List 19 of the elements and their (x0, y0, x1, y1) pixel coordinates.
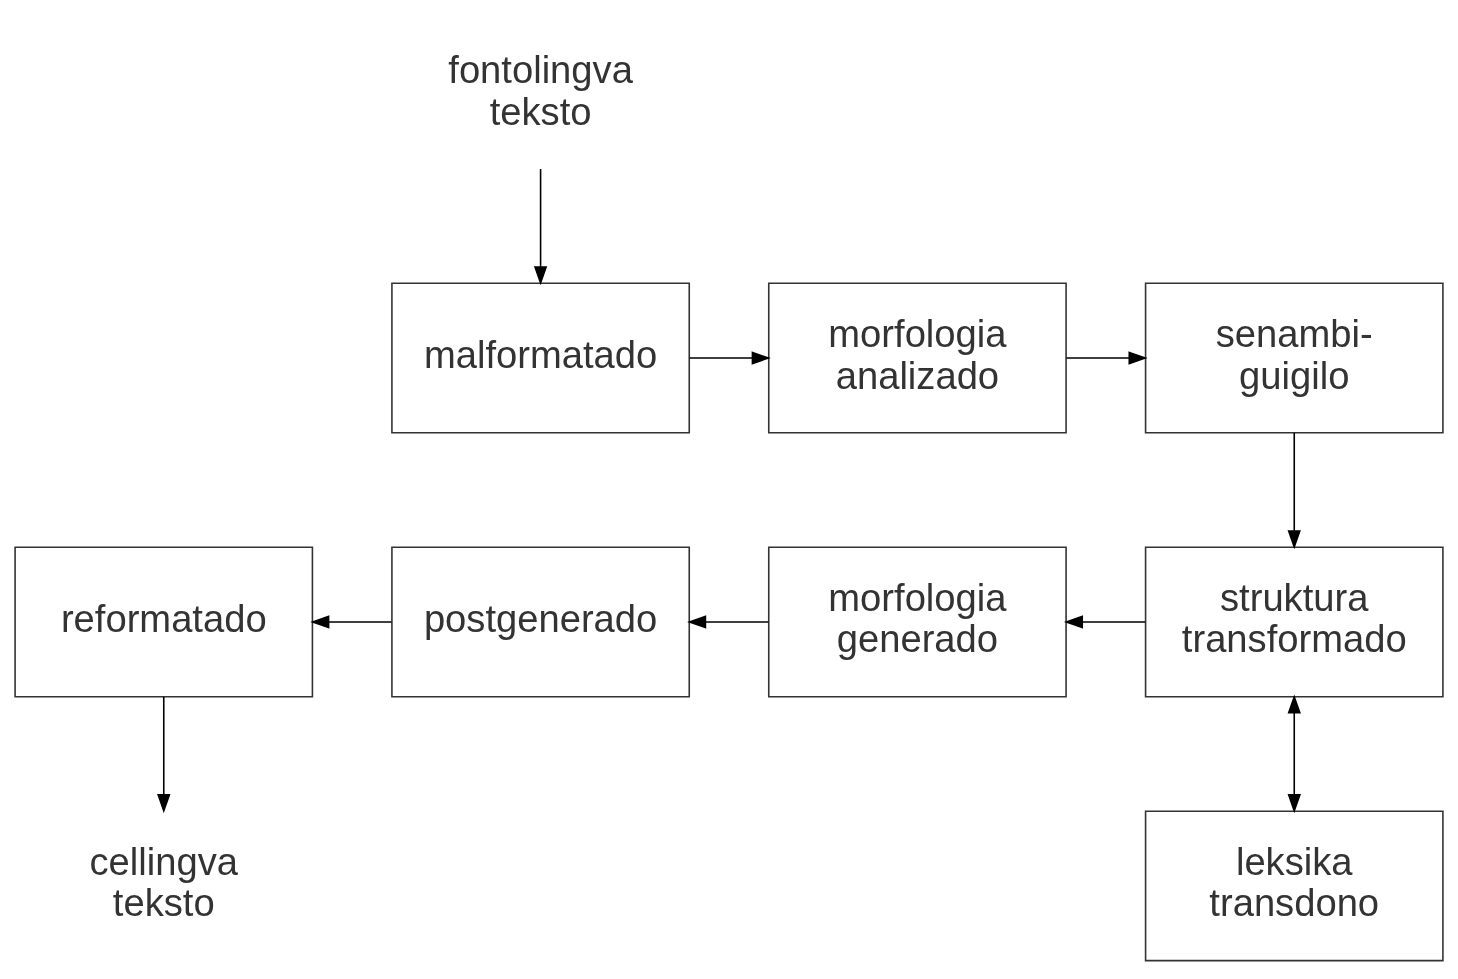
arrow (688, 350, 771, 365)
node-box: morfologia analizado (767, 282, 1067, 434)
arrow (157, 695, 171, 813)
arrow (533, 167, 548, 285)
node-box: senambi- guigilo (1144, 282, 1444, 434)
arrow (1287, 431, 1301, 549)
arrow (687, 614, 770, 629)
node-box: struktura transformado (1144, 545, 1444, 697)
arrow (1063, 614, 1146, 629)
arrow (310, 614, 393, 629)
node-box: morfologia generado (767, 545, 1067, 697)
arrow (1065, 350, 1148, 365)
arrow (1287, 694, 1301, 813)
node-text: fontolingva teksto (448, 47, 633, 133)
node-box: leksika transdono (1144, 809, 1444, 961)
node-text: cellingva teksto (89, 839, 238, 924)
node-box: malformatado (391, 282, 691, 434)
node-box: postgenerado (391, 545, 691, 697)
node-box: reformatado (14, 545, 314, 697)
